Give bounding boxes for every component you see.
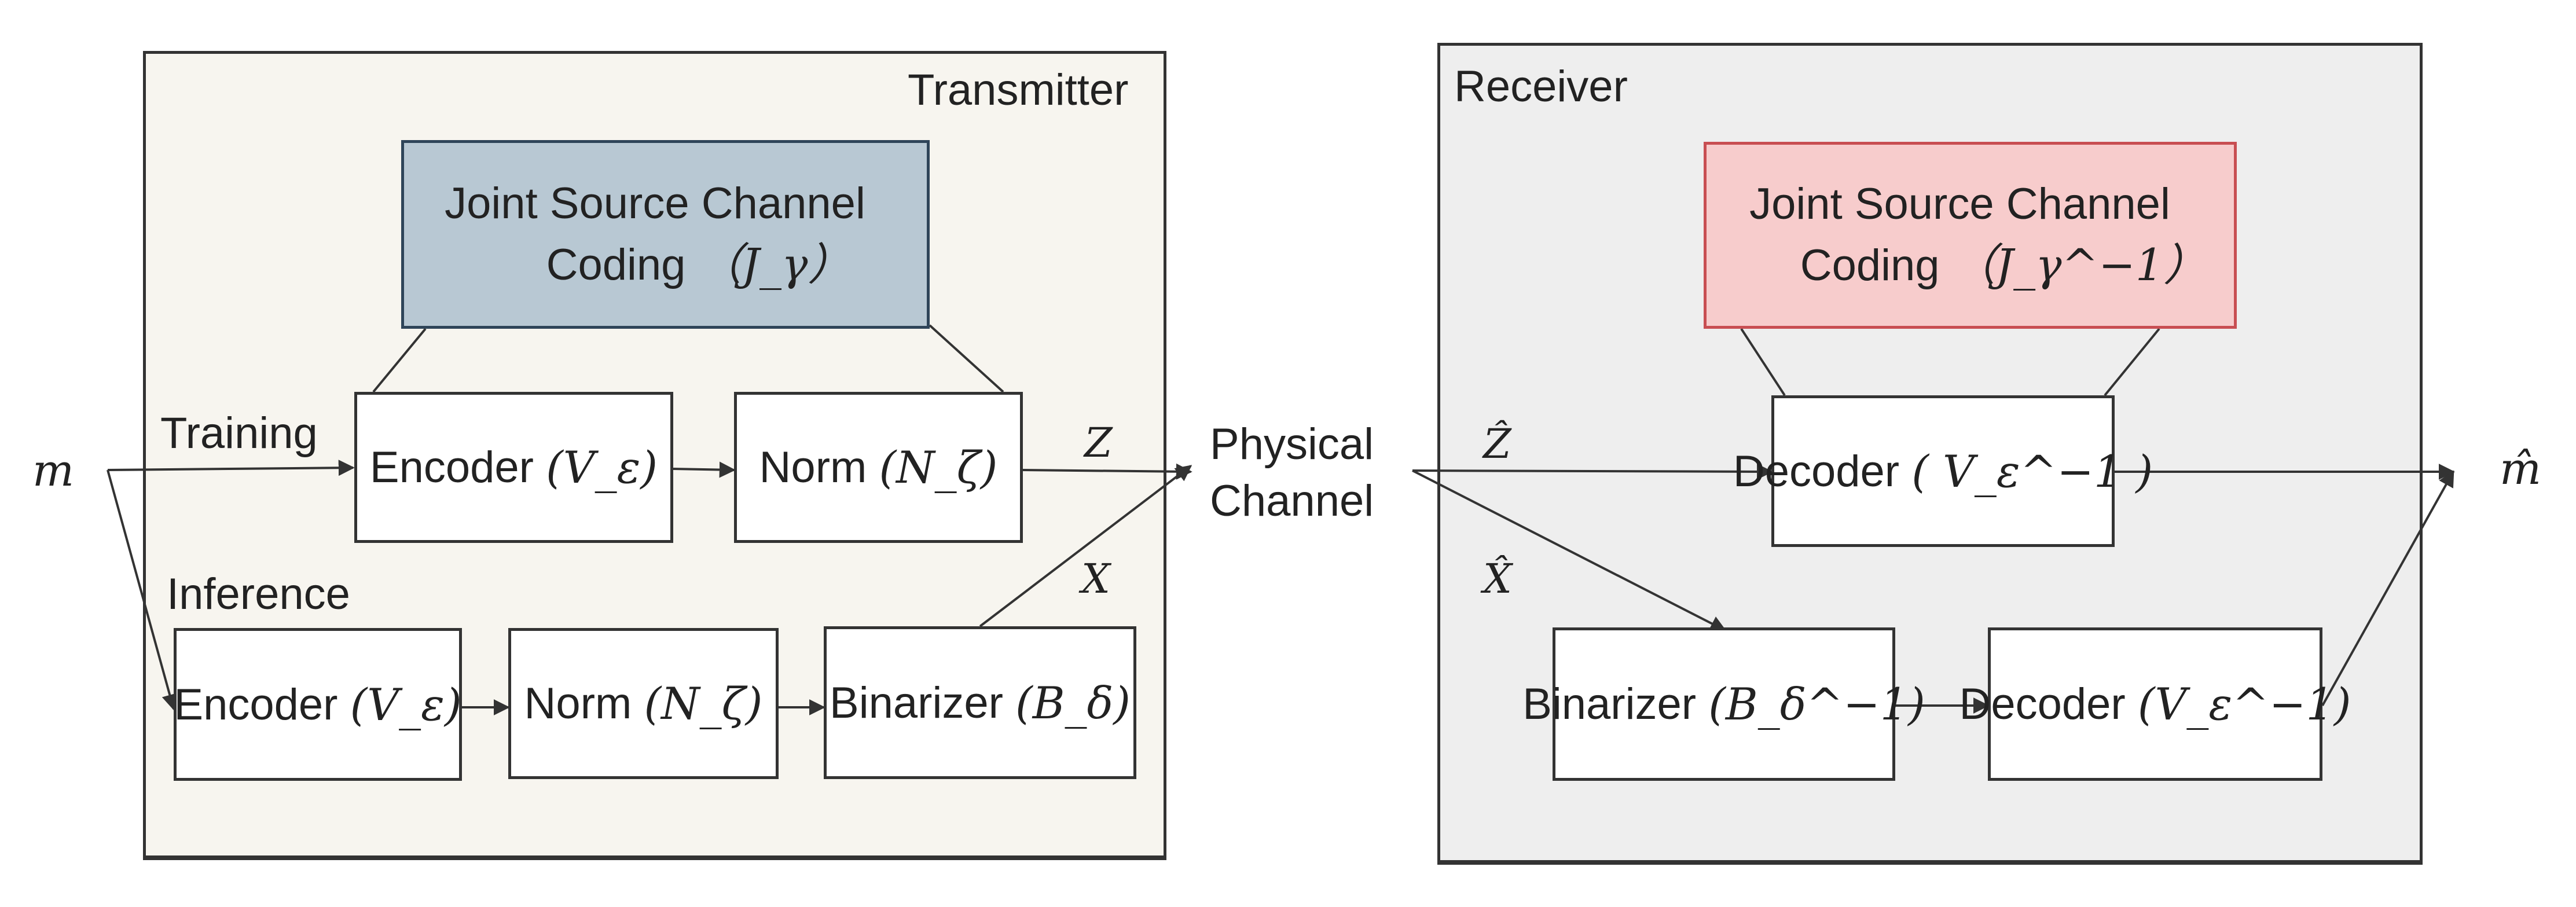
inference-norm-symbol: (N_ζ) (644, 678, 763, 729)
output-message-symbol: m̂ (2500, 443, 2542, 494)
inference-decoder-symbol: (V_ε^−1) (2137, 678, 2351, 730)
jscc-tx-label-line1: Joint Source Channel (445, 178, 865, 228)
jscc-tx-bracket-right (929, 324, 1004, 393)
jscc-rx-label-line2: Coding (1800, 241, 1940, 290)
jscc-tx-symbol: （J_γ） (698, 238, 852, 290)
jscc-encoder-block: Joint Source Channel Coding （J_γ） (401, 140, 930, 329)
inverse-binarizer-block: Binarizer (B_δ^−1) (1522, 627, 1925, 781)
inference-label: Inference (167, 570, 350, 619)
edge-encoder-to-norm (673, 461, 736, 478)
training-encoder-block: Encoder (V_ε) (354, 392, 673, 543)
jscc-rx-bracket-right (2104, 328, 2160, 396)
jscc-tx-label-line2: Coding (546, 240, 686, 289)
jscc-rx-symbol: （J_γ^−1） (1951, 239, 2208, 291)
physical-channel-label-line2: Channel (1210, 476, 1374, 526)
training-decoder-block: Decoder ( V_ε^−1 ) (1733, 395, 2153, 547)
training-norm-symbol: (N_ζ) (879, 442, 998, 493)
edge-channel-to-decoder (1412, 463, 1773, 480)
z-signal-label: Z (1084, 419, 1113, 467)
edge-m-to-training-encoder (107, 460, 355, 476)
input-message-symbol: m (32, 445, 75, 496)
physical-channel-label-line1: Physical (1210, 420, 1374, 469)
inference-encoder-symbol: (V_ε) (350, 678, 462, 730)
training-label: Training (160, 409, 318, 458)
z-hat-signal-label: Ẑ (1483, 420, 1511, 468)
edge-m-to-inference-encoder (107, 469, 178, 711)
inverse-binarizer-symbol: (B_δ^−1) (1708, 678, 1925, 730)
edge-channel-to-rx-binarizer (1412, 469, 1727, 631)
jscc-decoder-block: Joint Source Channel Coding （J_γ^−1） (1704, 142, 2237, 329)
inference-encoder-block: Encoder (V_ε) (174, 628, 462, 781)
inference-decoder-block: Decoder (V_ε^−1) (1959, 627, 2351, 781)
edge-binarizer-to-channel (979, 465, 1192, 627)
training-encoder-symbol: (V_ε) (546, 442, 658, 493)
jscc-tx-bracket-left (372, 328, 427, 393)
jscc-rx-bracket-left (1740, 328, 1786, 396)
training-decoder-symbol: ( V_ε^−1 ) (1911, 445, 2153, 497)
edge-norm-to-channel (1022, 463, 1192, 480)
edge-rx-decoder-to-output (2321, 470, 2454, 706)
x-hat-signal-label: X̂ (1483, 555, 1512, 603)
receiver-title: Receiver (1454, 62, 1628, 111)
training-norm-block: Norm (N_ζ) (734, 392, 1023, 543)
jscc-rx-label-line1: Joint Source Channel (1749, 179, 2170, 229)
x-signal-label: X (1081, 555, 1110, 603)
binarizer-block: Binarizer (B_δ) (824, 626, 1136, 779)
inference-norm-block: Norm (N_ζ) (508, 628, 779, 779)
transmitter-title: Transmitter (908, 65, 1129, 115)
binarizer-symbol: (B_δ) (1015, 677, 1131, 729)
